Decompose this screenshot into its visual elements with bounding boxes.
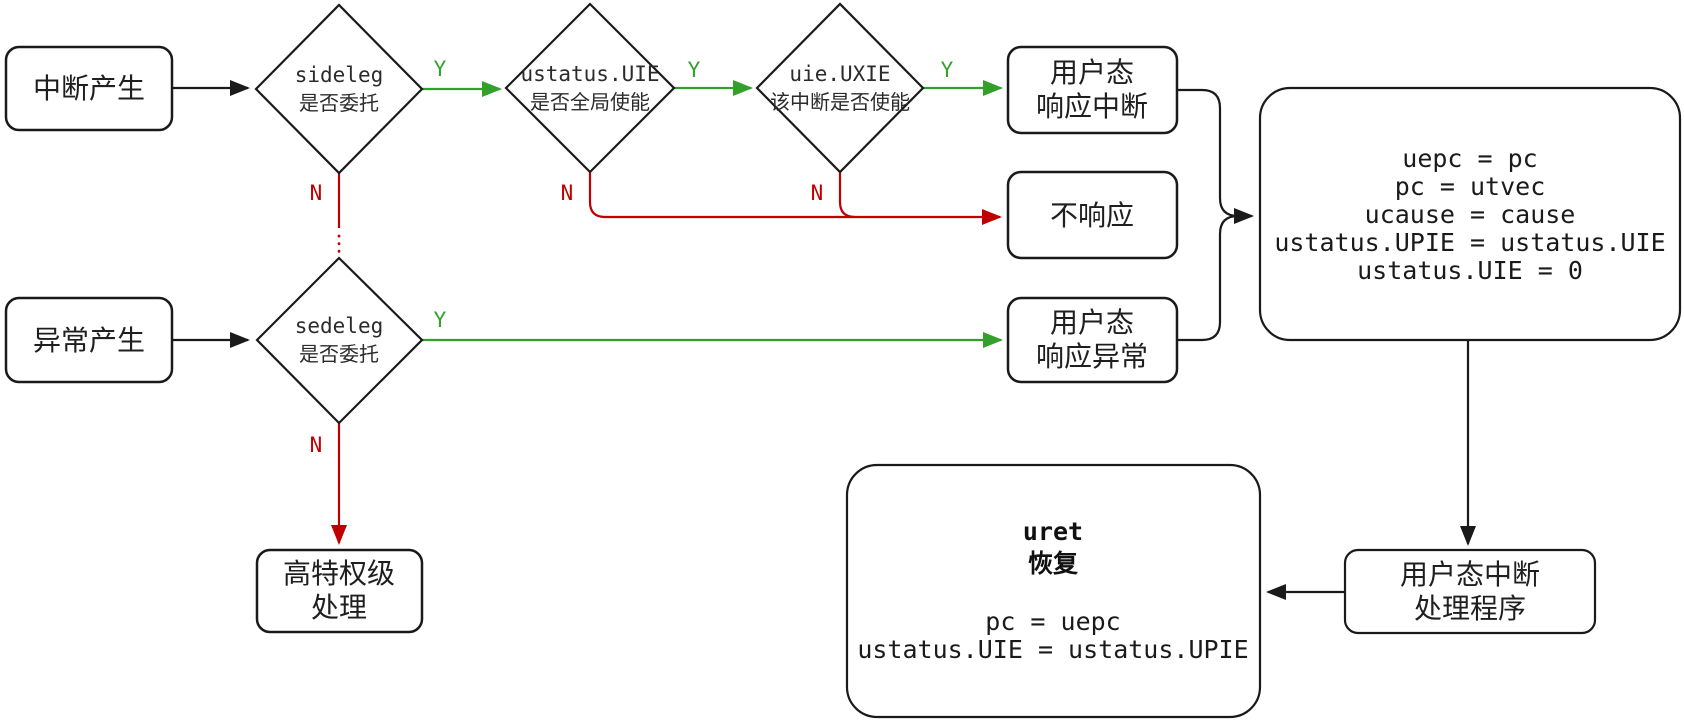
node-sideleg-decision: sideleg 是否委托 <box>254 3 424 175</box>
node-respond-exception-line1: 用户态 <box>1050 307 1134 338</box>
node-interrupt-generated-shape <box>4 45 174 132</box>
edge-respond-exception-merge <box>1177 214 1239 342</box>
node-higher-privilege: 高特权级 处理 <box>255 548 424 634</box>
label-ustatus-yes: Y <box>688 58 701 82</box>
node-uret-restore-code1: pc = uepc <box>985 607 1120 636</box>
node-no-respond-label: 不响应 <box>1050 200 1134 231</box>
node-user-interrupt-handler-shape <box>1343 548 1597 635</box>
node-higher-privilege-line2: 处理 <box>311 592 367 623</box>
node-uret-restore-code2: ustatus.UIE = ustatus.UPIE <box>857 635 1248 664</box>
node-uret-restore-subtitle: 恢复 <box>1028 549 1079 578</box>
label-uxie-yes: Y <box>941 58 954 82</box>
node-trap-setup-line1: uepc = pc <box>1402 144 1537 173</box>
node-higher-privilege-line1: 高特权级 <box>283 558 395 589</box>
node-trap-setup-shape <box>1258 86 1682 342</box>
label-ustatus-no: N <box>561 181 574 205</box>
node-exception-generated: 异常产生 <box>4 296 174 384</box>
node-exception-generated-shape <box>4 296 174 384</box>
node-interrupt-generated: 中断产生 <box>4 45 174 132</box>
node-uie-uxie-decision: uie.UXIE 该中断是否使能 <box>755 2 925 174</box>
node-sedeleg-code: sedeleg <box>295 314 384 338</box>
node-ustatus-uie-code: ustatus.UIE <box>520 62 659 86</box>
node-respond-interrupt: 用户态 响应中断 <box>1006 45 1179 135</box>
node-uie-uxie-question: 该中断是否使能 <box>770 91 910 114</box>
node-trap-setup-line2: pc = utvec <box>1395 172 1546 201</box>
node-uie-uxie-decision-shape <box>755 2 925 174</box>
node-trap-setup-line5: ustatus.UIE = 0 <box>1357 256 1583 285</box>
node-respond-interrupt-shape <box>1006 45 1179 135</box>
label-uxie-no: N <box>811 181 824 205</box>
node-respond-interrupt-line2: 响应中断 <box>1036 91 1148 122</box>
node-respond-exception-shape <box>1006 296 1179 384</box>
node-sedeleg-question: 是否委托 <box>299 343 379 366</box>
label-sideleg-yes: Y <box>434 57 447 81</box>
node-sideleg-code: sideleg <box>295 63 384 87</box>
edge-ustatus-no <box>588 172 1002 225</box>
node-uret-restore-shape <box>845 463 1262 719</box>
node-interrupt-generated-label: 中断产生 <box>33 73 145 104</box>
node-higher-privilege-shape <box>255 548 424 634</box>
label-sedeleg-yes: Y <box>434 308 447 332</box>
node-user-interrupt-handler: 用户态中断 处理程序 <box>1343 548 1597 635</box>
node-sedeleg-decision: sedeleg 是否委托 <box>255 256 424 425</box>
node-user-interrupt-handler-line2: 处理程序 <box>1414 593 1526 624</box>
node-ustatus-uie-decision-shape <box>504 2 676 174</box>
node-sedeleg-decision-shape <box>255 256 424 425</box>
node-sideleg-question: 是否委托 <box>299 92 379 115</box>
node-no-respond: 不响应 <box>1006 170 1179 260</box>
label-sedeleg-no: N <box>310 433 323 457</box>
node-user-interrupt-handler-line1: 用户态中断 <box>1400 559 1540 590</box>
node-sideleg-decision-shape <box>254 3 424 175</box>
node-trap-setup-line3: ucause = cause <box>1365 200 1576 229</box>
node-no-respond-shape <box>1006 170 1179 260</box>
node-uret-restore-title: uret <box>1023 517 1083 546</box>
node-uie-uxie-code: uie.UXIE <box>789 62 890 86</box>
node-respond-interrupt-line1: 用户态 <box>1050 57 1134 88</box>
edge-uxie-no <box>838 171 856 219</box>
node-ustatus-uie-decision: ustatus.UIE 是否全局使能 <box>504 2 676 174</box>
node-trap-setup-line4: ustatus.UPIE = ustatus.UIE <box>1274 228 1665 257</box>
node-trap-setup: uepc = pc pc = utvec ucause = cause usta… <box>1258 86 1682 342</box>
node-uret-restore: uret 恢复 pc = uepc ustatus.UIE = ustatus.… <box>845 463 1262 719</box>
node-respond-exception: 用户态 响应异常 <box>1006 296 1179 384</box>
node-ustatus-uie-question: 是否全局使能 <box>530 91 650 114</box>
node-exception-generated-label: 异常产生 <box>33 325 145 356</box>
node-respond-exception-line2: 响应异常 <box>1036 341 1148 372</box>
edge-respond-interrupt-merge <box>1177 88 1254 224</box>
label-sideleg-no: N <box>310 181 323 205</box>
